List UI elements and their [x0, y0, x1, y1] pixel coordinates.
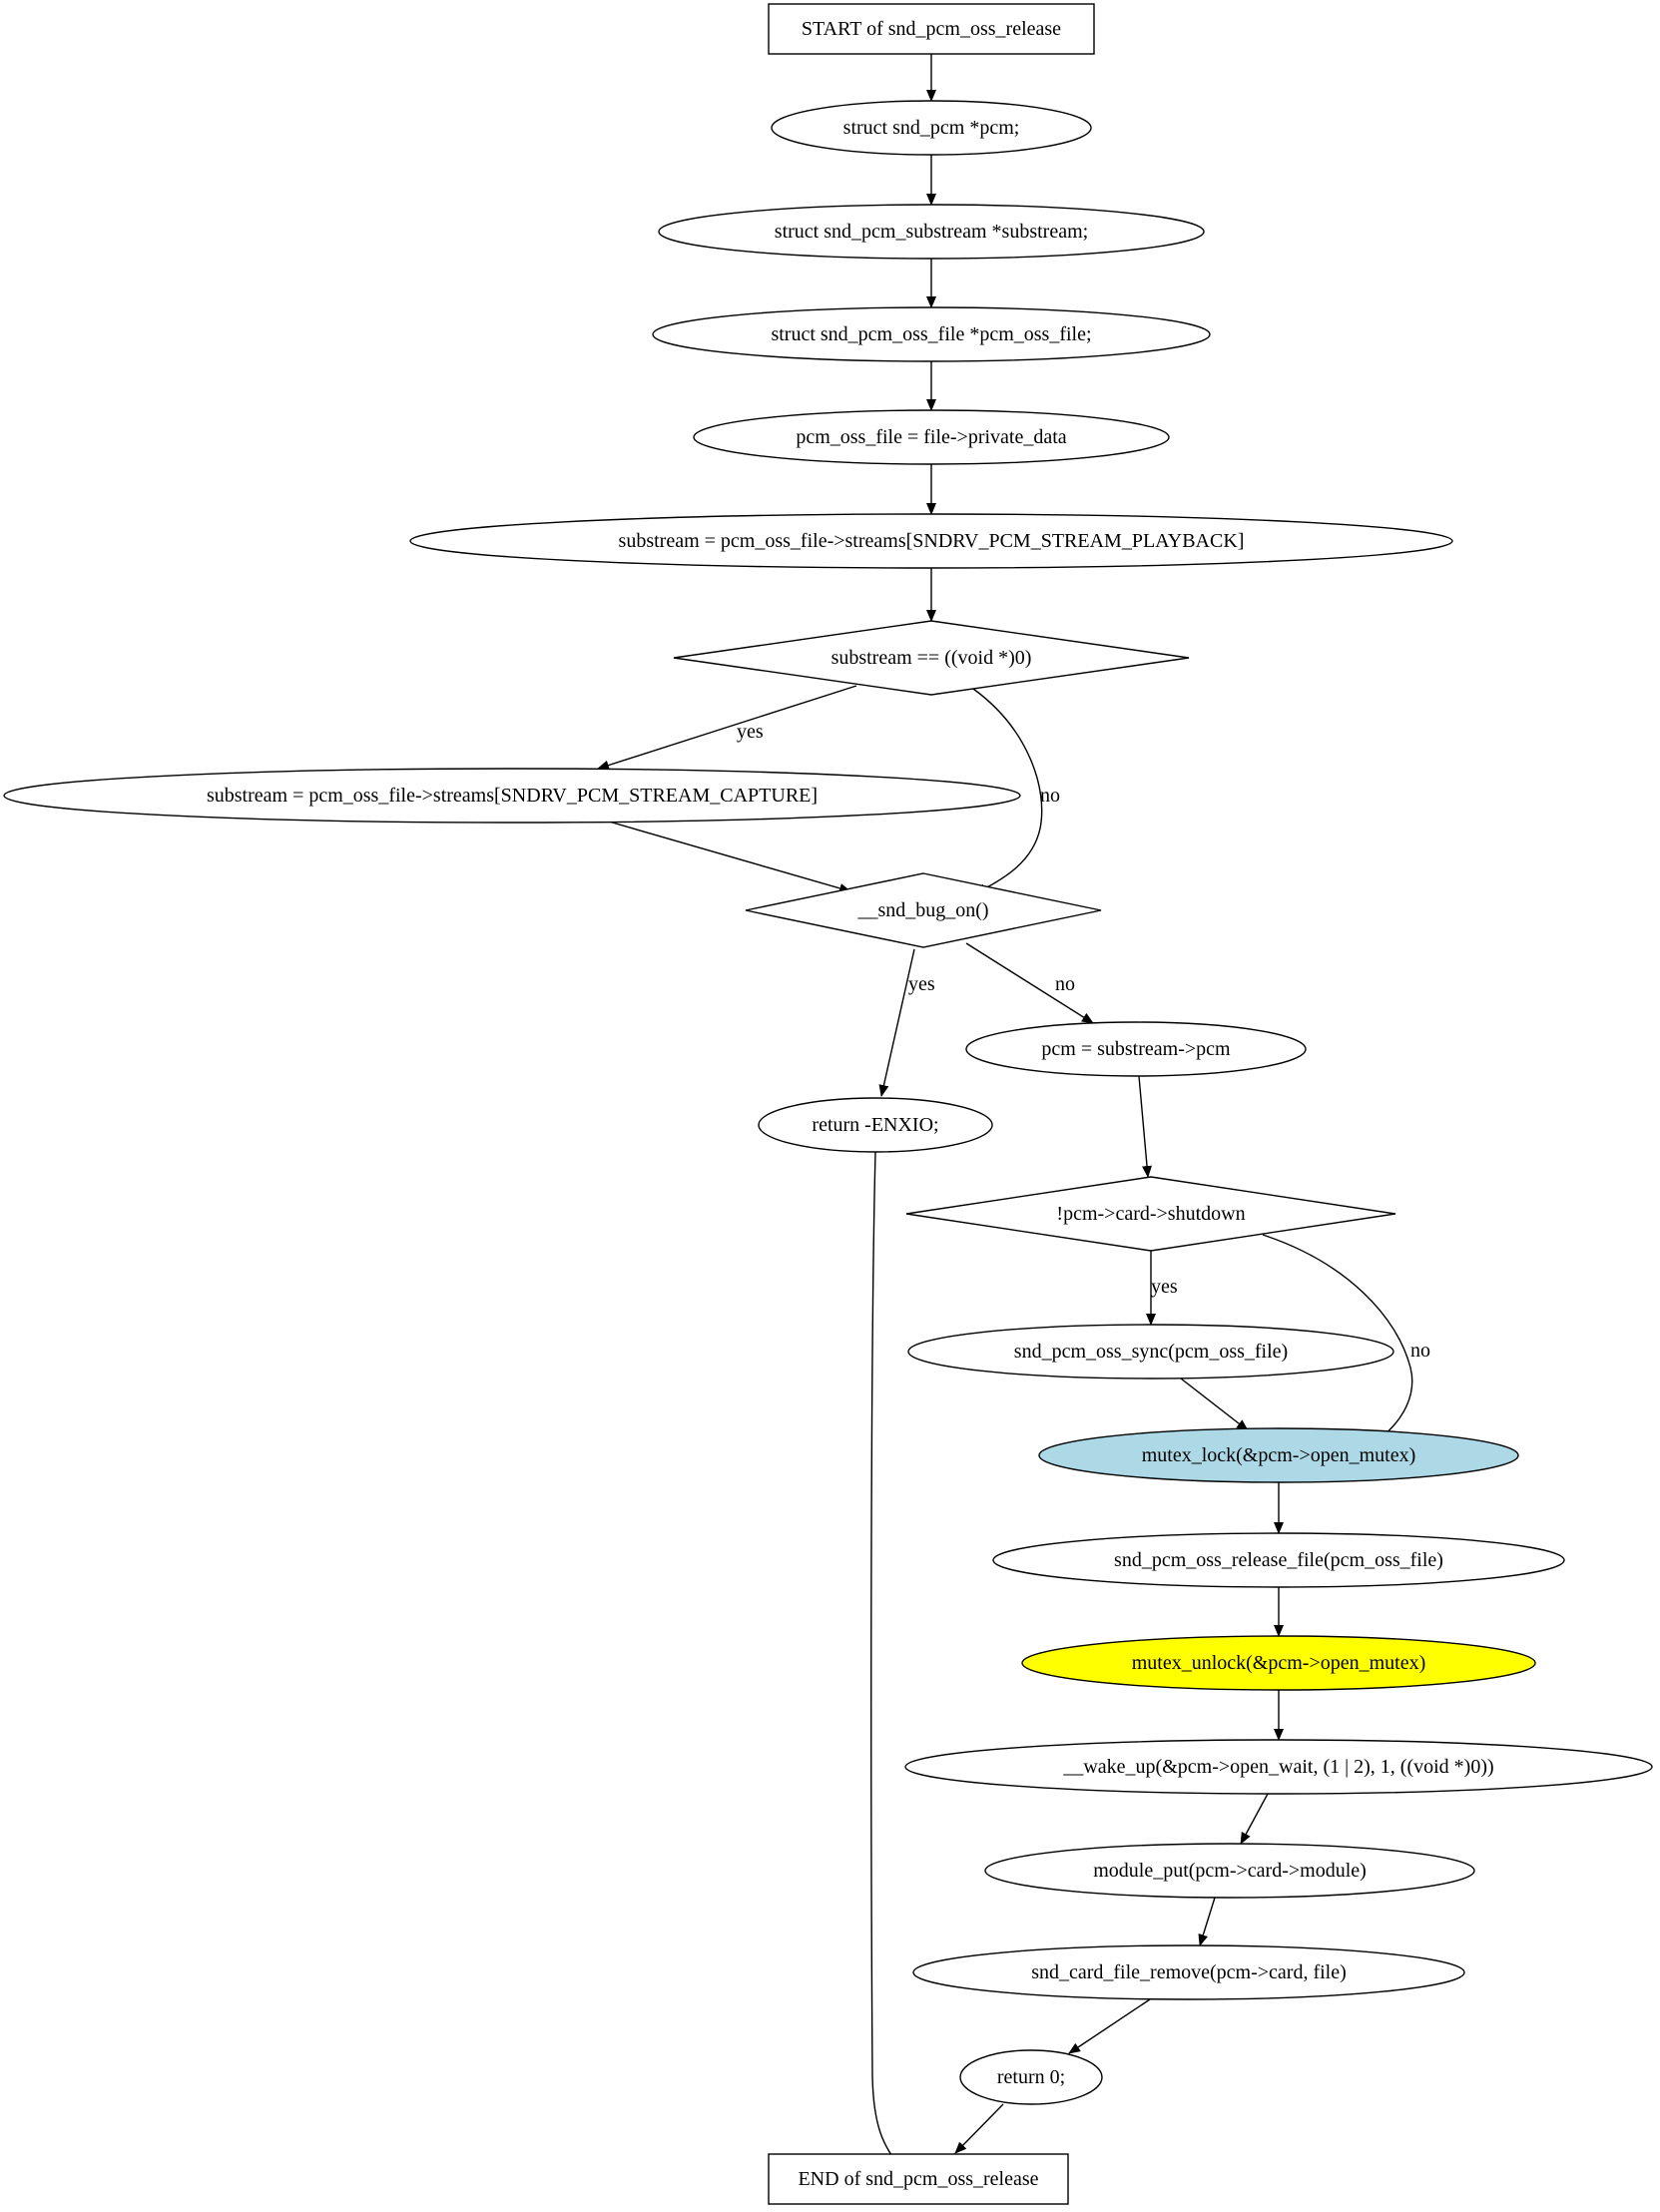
- edge-wake-up-to-module-put: [1240, 1793, 1269, 1845]
- node-file-remove: snd_card_file_remove(pcm->card, file): [912, 1944, 1465, 2000]
- node-release-file: snd_pcm_oss_release_file(pcm_oss_file): [992, 1532, 1565, 1588]
- node-return-zero-label: return 0;: [997, 2066, 1065, 2088]
- node-assign-pcm-label: pcm = substream->pcm: [1041, 1038, 1231, 1060]
- node-mutex-unlock: mutex_unlock(&pcm->open_mutex): [1021, 1635, 1536, 1691]
- edge-return-enxio-to-end: [870, 1151, 900, 2167]
- node-file-remove-label: snd_card_file_remove(pcm->card, file): [1031, 1961, 1347, 1983]
- node-check-shutdown-label: !pcm->card->shutdown: [1056, 1203, 1245, 1225]
- edge-bug-on-no: [965, 942, 1094, 1024]
- node-wake-up: __wake_up(&pcm->open_wait, (1 | 2), 1, (…: [904, 1739, 1653, 1795]
- label-check-shutdown-yes: yes: [1151, 1276, 1178, 1298]
- node-mutex-unlock-label: mutex_unlock(&pcm->open_mutex): [1132, 1652, 1426, 1674]
- edge-return-zero-to-end: [954, 2103, 1004, 2154]
- node-decl-file: struct snd_pcm_oss_file *pcm_oss_file;: [652, 306, 1211, 362]
- node-start: START of snd_pcm_oss_release: [768, 3, 1095, 55]
- node-end: END of snd_pcm_oss_release: [768, 2153, 1069, 2205]
- node-assign-file-label: pcm_oss_file = file->private_data: [796, 426, 1066, 448]
- label-bug-on-yes: yes: [908, 973, 935, 995]
- node-assign-pcm: pcm = substream->pcm: [965, 1021, 1307, 1077]
- edges: [597, 54, 1413, 2167]
- node-wake-up-label: __wake_up(&pcm->open_wait, (1 | 2), 1, (…: [1062, 1756, 1493, 1778]
- edge-assign-capture-to-bug-on: [608, 821, 851, 893]
- node-end-label: END of snd_pcm_oss_release: [798, 2168, 1038, 2190]
- node-assign-playback-label: substream = pcm_oss_file->streams[SNDRV_…: [619, 530, 1245, 552]
- node-check-shutdown: !pcm->card->shutdown: [905, 1176, 1396, 1252]
- label-check-null-yes: yes: [737, 721, 764, 743]
- node-start-label: START of snd_pcm_oss_release: [802, 18, 1061, 40]
- node-decl-substream: struct snd_pcm_substream *substream;: [658, 204, 1205, 260]
- node-assign-capture: substream = pcm_oss_file->streams[SNDRV_…: [3, 768, 1021, 824]
- node-assign-playback: substream = pcm_oss_file->streams[SNDRV_…: [409, 513, 1453, 569]
- node-bug-on: __snd_bug_on(): [745, 872, 1102, 948]
- node-oss-sync: snd_pcm_oss_sync(pcm_oss_file): [907, 1324, 1394, 1380]
- edge-assign-pcm-to-check-shutdown: [1138, 1075, 1153, 1178]
- nodes: START of snd_pcm_oss_release struct snd_…: [3, 3, 1653, 2205]
- edge-labels: yes no yes no yes no: [737, 721, 1430, 1362]
- edge-module-put-to-file-remove: [1198, 1897, 1216, 1946]
- node-oss-sync-label: snd_pcm_oss_sync(pcm_oss_file): [1014, 1341, 1288, 1363]
- edge-bug-on-yes: [878, 948, 915, 1097]
- node-module-put: module_put(pcm->card->module): [984, 1843, 1475, 1899]
- edge-oss-sync-to-mutex-lock: [1180, 1378, 1249, 1431]
- node-return-enxio: return -ENXIO;: [758, 1097, 993, 1153]
- label-check-shutdown-no: no: [1410, 1340, 1430, 1362]
- edge-file-remove-to-return-zero: [1068, 1998, 1151, 2054]
- node-mutex-lock: mutex_lock(&pcm->open_mutex): [1038, 1427, 1519, 1483]
- node-mutex-lock-label: mutex_lock(&pcm->open_mutex): [1142, 1444, 1416, 1466]
- node-decl-pcm-label: struct snd_pcm *pcm;: [843, 117, 1020, 139]
- node-bug-on-label: __snd_bug_on(): [856, 899, 988, 921]
- node-release-file-label: snd_pcm_oss_release_file(pcm_oss_file): [1114, 1549, 1443, 1571]
- node-decl-pcm: struct snd_pcm *pcm;: [771, 100, 1092, 156]
- node-return-zero: return 0;: [959, 2049, 1103, 2105]
- edge-check-null-no: [972, 688, 1043, 894]
- node-module-put-label: module_put(pcm->card->module): [1093, 1860, 1367, 1882]
- node-decl-file-label: struct snd_pcm_oss_file *pcm_oss_file;: [771, 323, 1091, 345]
- label-bug-on-no: no: [1055, 973, 1075, 995]
- node-assign-capture-label: substream = pcm_oss_file->streams[SNDRV_…: [207, 785, 818, 807]
- edge-check-null-yes: [597, 685, 857, 771]
- node-check-null-label: substream == ((void *)0): [831, 647, 1032, 669]
- node-assign-file: pcm_oss_file = file->private_data: [693, 409, 1170, 465]
- node-return-enxio-label: return -ENXIO;: [812, 1114, 938, 1136]
- node-decl-substream-label: struct snd_pcm_substream *substream;: [775, 221, 1088, 243]
- node-check-null: substream == ((void *)0): [673, 620, 1190, 696]
- label-check-null-no: no: [1040, 785, 1060, 807]
